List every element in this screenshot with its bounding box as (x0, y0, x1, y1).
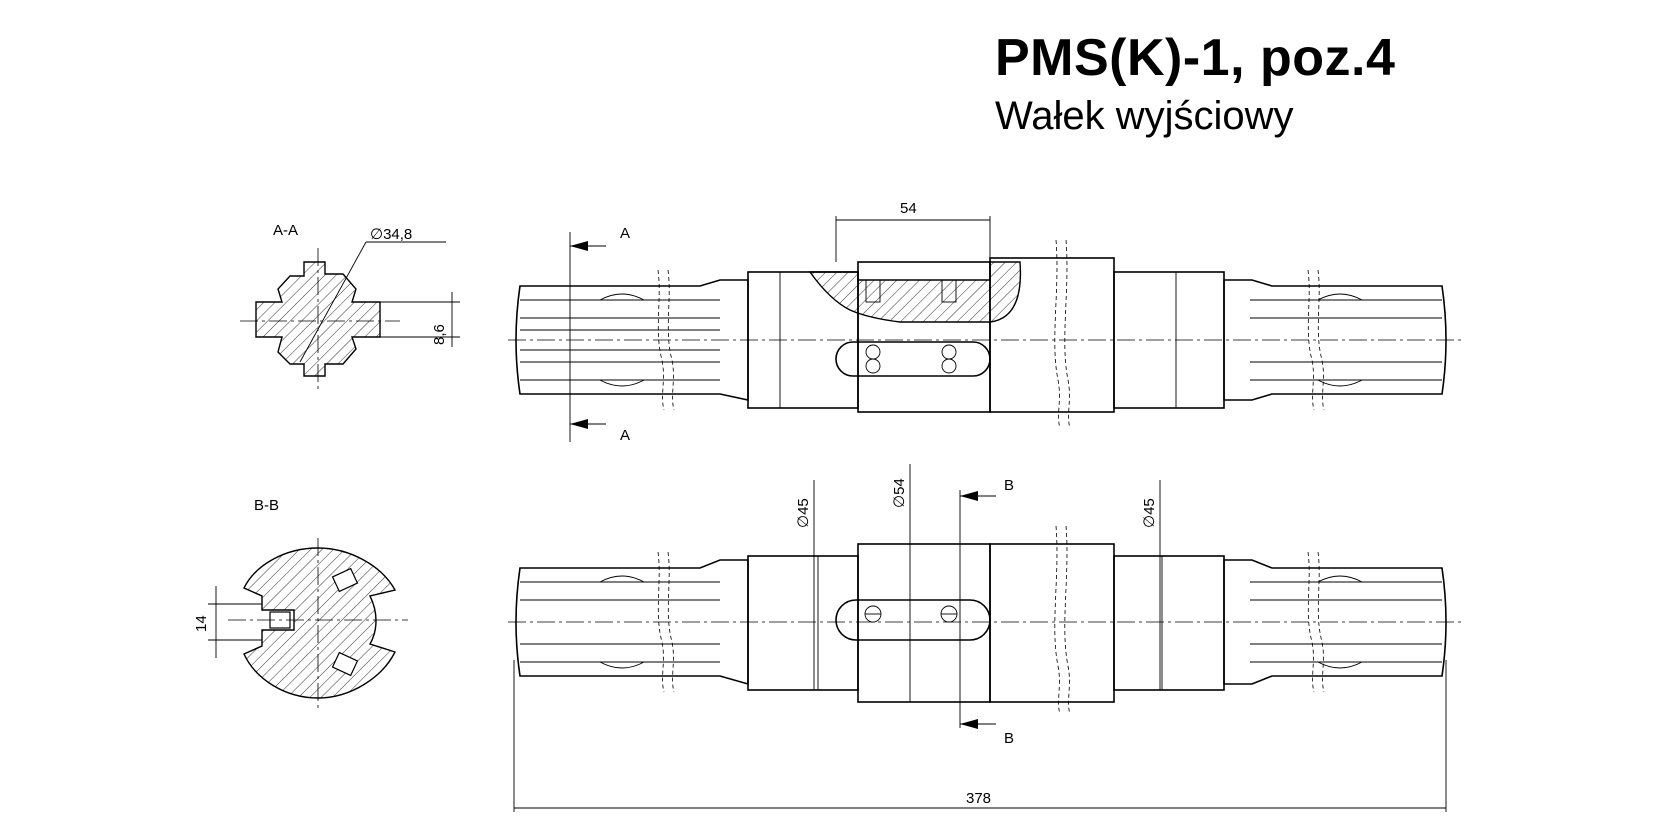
section-a-marker-top: A (620, 225, 630, 242)
pin-hole-upper (331, 567, 359, 593)
right-diameter-label: ∅45 (1141, 498, 1158, 528)
pin-spacing-label: 14 (193, 615, 210, 632)
middle-diameter-label: ∅54 (891, 478, 908, 508)
slot-length-label: 54 (900, 200, 917, 217)
bottom-middle-hub (857, 543, 991, 703)
section-aa: A-A ∅34,8 8,6 (240, 222, 460, 392)
bottom-left-journal (747, 555, 859, 691)
total-length-label: 378 (966, 790, 991, 807)
drawing-subtitle: Wałek wyjściowy (995, 94, 1294, 138)
section-bb: B-B 14 (193, 497, 408, 710)
section-aa-label: A-A (273, 222, 298, 239)
bottom-shaft-view: ∅45 ∅54 ∅45 B B 378 (508, 464, 1462, 812)
bottom-right-hub (989, 543, 1115, 703)
key-width-label: 8,6 (431, 324, 448, 345)
diameter-label-aa: ∅34,8 (370, 226, 412, 243)
diameter-leader (299, 241, 367, 363)
top-sectioned-portion (808, 261, 1022, 323)
pin-hole-lower (331, 651, 359, 677)
drawing-title: PMS(K)-1, poz.4 (995, 29, 1396, 87)
top-key-slot (835, 341, 991, 377)
top-right-spline-end (1223, 279, 1447, 401)
bottom-key-slot (835, 599, 991, 641)
section-b-marker-bottom: B (1004, 730, 1014, 747)
bottom-right-spline-end (1223, 559, 1447, 685)
section-bb-label: B-B (254, 497, 279, 514)
bottom-right-journal (1113, 555, 1225, 691)
left-diameter-label: ∅45 (795, 498, 812, 528)
section-bb-profile (243, 547, 397, 699)
section-b-marker-top: B (1004, 477, 1014, 494)
section-a-marker-bottom: A (620, 427, 630, 444)
top-shaft-view: A A 54 (508, 200, 1462, 444)
